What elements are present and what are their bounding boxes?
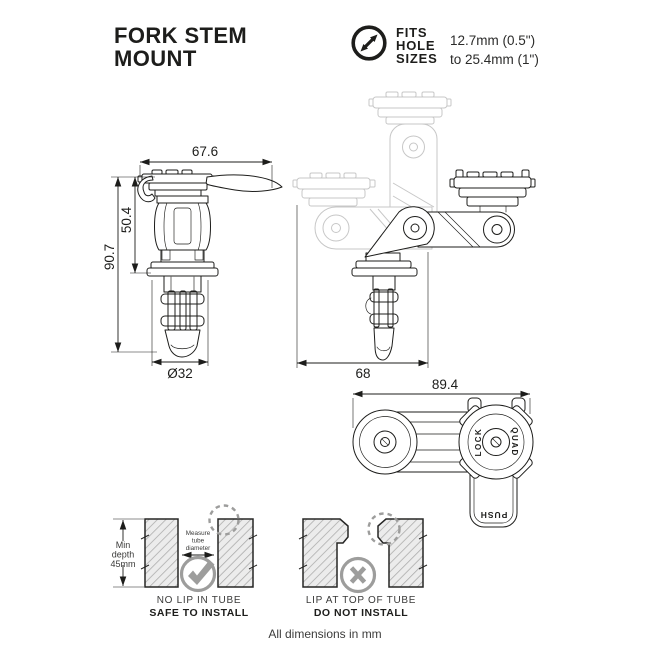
fits-value-line1: 12.7mm (0.5") [450, 33, 536, 48]
fits-hole-sizes-label: FITS HOLE SIZES [396, 26, 438, 65]
page-title-line2: MOUNT [114, 46, 197, 71]
safe-caption: NO LIP IN TUBE [157, 595, 241, 606]
min-depth-line2: depth [112, 550, 135, 560]
x-circle-icon [339, 556, 377, 594]
dim-plug-diameter: Ø32 [167, 366, 193, 381]
fits-value-line2: to 25.4mm (1") [450, 52, 539, 67]
page-title: FORK STEM MOUNT [114, 24, 247, 70]
check-circle-icon [179, 555, 217, 593]
measure-line3: diameter [186, 545, 211, 552]
measure-line1: Measure [186, 530, 211, 537]
page-title-line1: FORK STEM [114, 23, 248, 48]
quad-label: QUAD [510, 427, 519, 457]
dim-body-height: 50.4 [119, 206, 134, 233]
install-safe-diagram: Min depth 45mm Measure tube diameter NO … [110, 504, 258, 619]
lipped-wall-left [302, 518, 349, 588]
dashed-highlight-circle [367, 512, 401, 546]
fits-hole-sizes-value: 12.7mm (0.5") to 25.4mm (1") [450, 31, 539, 69]
arm-view-dimensions: 68 [296, 205, 429, 381]
solid-arm-assembly [351, 169, 536, 361]
diameter-arrows-icon [351, 25, 387, 61]
side-view-drawing: 67.6 90.7 50.4 Ø32 [102, 144, 283, 381]
measure-line2: tube [192, 538, 205, 545]
lock-label: LOCK [474, 428, 483, 457]
safe-verdict: SAFE TO INSTALL [149, 607, 248, 619]
fits-label-line2: HOLE [396, 38, 436, 53]
push-label: PUSH [480, 510, 508, 520]
min-depth-line3: 45mm [110, 559, 135, 569]
dim-total-height: 90.7 [102, 244, 117, 270]
unsafe-verdict: DO NOT INSTALL [314, 607, 408, 619]
fits-label-line1: FITS [396, 25, 428, 40]
top-view-dimensions: 89.4 [352, 377, 531, 428]
dimensions-note: All dimensions in mm [268, 627, 382, 641]
dim-top-length: 89.4 [432, 377, 459, 392]
side-view-dimensions: 67.6 90.7 50.4 Ø32 [102, 144, 273, 381]
dashed-highlight-circle [208, 504, 240, 536]
top-view-drawing: 89.4 PUSH [352, 377, 534, 528]
dim-arm-reach: 68 [355, 366, 370, 381]
top-view-assembly: PUSH LOCK [352, 397, 534, 528]
fits-label-line3: SIZES [396, 51, 438, 66]
unsafe-caption: LIP AT TOP OF TUBE [306, 595, 416, 606]
lipped-wall-right [377, 518, 424, 588]
side-view-mount-body [137, 169, 283, 358]
arm-positions-drawing: 68 [292, 91, 536, 381]
mount-lever [205, 174, 283, 192]
ghost-arm-vertical [368, 91, 452, 227]
min-depth-line1: Min [116, 540, 131, 550]
min-depth-dimension [113, 518, 214, 588]
dim-head-width: 67.6 [192, 144, 218, 159]
install-unsafe-diagram: LIP AT TOP OF TUBE DO NOT INSTALL [298, 512, 428, 619]
tube-wall-left [144, 518, 179, 588]
